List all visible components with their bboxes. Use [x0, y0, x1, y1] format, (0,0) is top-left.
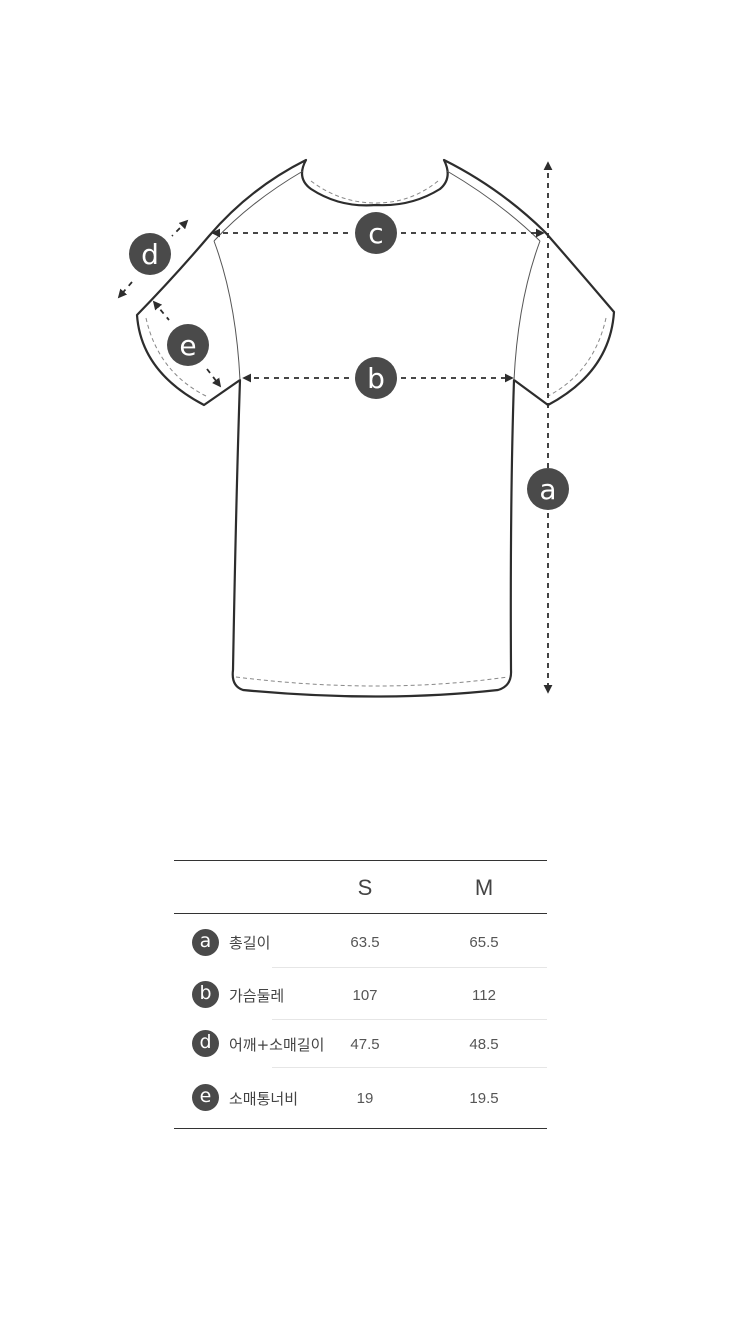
tshirt-illustration — [135, 158, 616, 698]
row-value-m: 48.5 — [469, 1036, 499, 1053]
dimension-lines — [117, 161, 553, 694]
dimension-line-e-top — [152, 300, 170, 321]
row-label: 어깨+소매길이 — [229, 1036, 325, 1054]
badge-d: d — [129, 233, 171, 275]
row-label: 소매통너비 — [229, 1090, 299, 1108]
badge-c-letter: c — [368, 217, 383, 250]
row-value-s: 19 — [356, 1090, 374, 1107]
header-size-s: S — [357, 875, 373, 900]
header-size-m: M — [474, 875, 494, 900]
badge-b-letter: b — [367, 362, 385, 395]
row-value-s: 47.5 — [350, 1036, 380, 1053]
row-badge: d — [192, 1030, 219, 1057]
row-badge: a — [192, 929, 219, 956]
badge-d-letter: d — [141, 238, 159, 271]
badge-a-letter: a — [539, 473, 556, 506]
row-divider — [272, 1019, 547, 1020]
tshirt-measurement-diagram: c b a d e — [117, 158, 616, 698]
table-row: b 가슴둘레 107 112 — [174, 968, 547, 1020]
dimension-line-d-top — [171, 219, 189, 237]
table-top-rule — [174, 860, 547, 861]
row-divider — [272, 1067, 547, 1068]
row-value-s: 63.5 — [350, 934, 380, 951]
table-header-row: S M — [174, 861, 547, 914]
badge-a: a — [527, 468, 569, 510]
badge-e: e — [167, 324, 209, 366]
table-row: a 총길이 63.5 65.5 — [174, 916, 547, 968]
row-label: 가슴둘레 — [229, 987, 285, 1005]
row-divider — [272, 967, 547, 968]
table-row: e 소매통너비 19 19.5 — [174, 1068, 547, 1128]
row-value-s: 107 — [352, 987, 378, 1004]
badge-b: b — [355, 357, 397, 399]
row-label: 총길이 — [229, 934, 271, 952]
dimension-line-e-bottom — [206, 368, 222, 388]
table-bottom-rule — [174, 1128, 547, 1129]
table-row: d 어깨+소매길이 47.5 48.5 — [174, 1020, 547, 1068]
row-value-m: 112 — [472, 987, 496, 1004]
row-value-m: 19.5 — [469, 1090, 499, 1107]
badge-c: c — [355, 212, 397, 254]
row-badge: e — [192, 1084, 219, 1111]
badge-e-letter: e — [179, 329, 196, 362]
dimension-line-d-bottom — [117, 281, 133, 299]
row-badge: b — [192, 981, 219, 1008]
row-value-m: 65.5 — [469, 934, 499, 951]
